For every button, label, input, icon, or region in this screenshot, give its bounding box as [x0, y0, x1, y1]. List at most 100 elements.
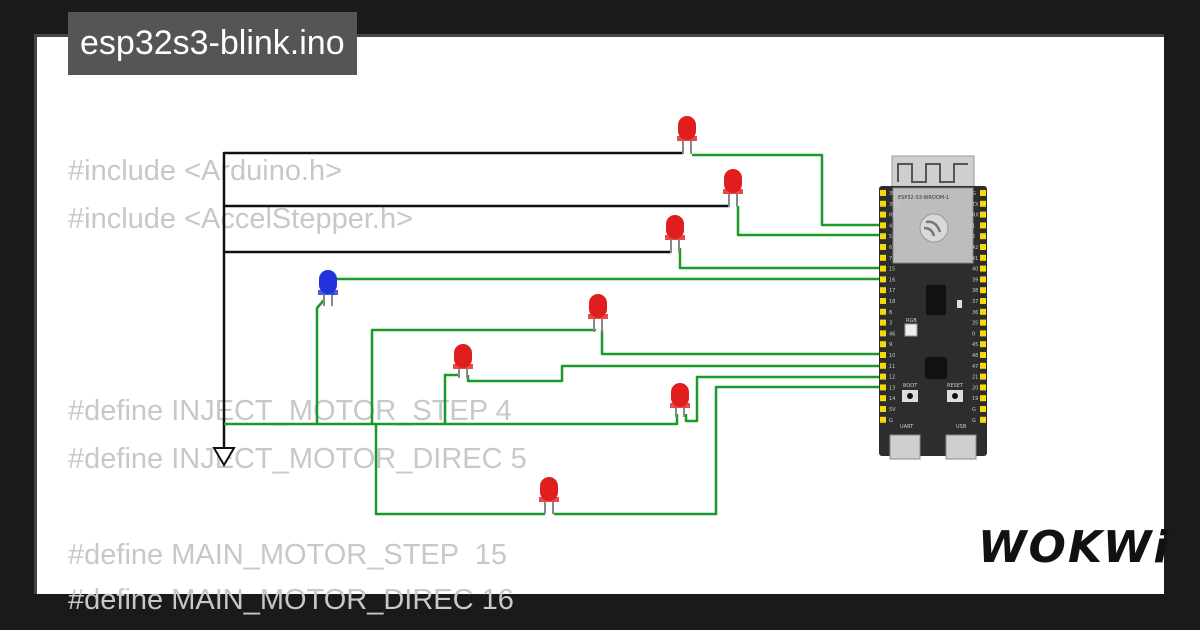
pin-R-5[interactable] [980, 244, 986, 250]
usb-port [945, 434, 977, 460]
pin-R-19[interactable] [980, 395, 986, 402]
pin-R-3[interactable] [980, 222, 986, 229]
pin-label-R-4: 2 [972, 234, 975, 240]
wire-led7-ground[interactable] [224, 414, 679, 426]
led-red-6[interactable] [453, 344, 473, 378]
pin-R-7[interactable] [980, 265, 986, 272]
pin-label-L-4: 5 [889, 234, 892, 240]
pin-L-4[interactable] [880, 233, 886, 240]
ground-wire-1[interactable] [222, 151, 683, 450]
pin-R-0[interactable] [980, 190, 986, 196]
led-red-3[interactable] [665, 215, 685, 253]
pin-R-16[interactable] [980, 362, 986, 369]
led-red-5[interactable] [588, 294, 608, 332]
wire-blue-pin16[interactable] [331, 277, 883, 295]
reset-label: RESET [947, 383, 964, 389]
pin-label-R-5: 42 [972, 245, 978, 251]
led-red-8[interactable] [539, 477, 559, 514]
pin-label-L-21: G [889, 418, 893, 424]
pin-R-11[interactable] [980, 308, 986, 315]
pin-R-2[interactable] [980, 211, 986, 218]
pin-R-13[interactable] [980, 330, 986, 337]
pin-R-17[interactable] [980, 373, 986, 380]
pin-L-6[interactable] [880, 254, 886, 261]
pin-label-R-12: 35 [972, 321, 978, 327]
pin-L-11[interactable] [880, 308, 886, 315]
esp32s3-board[interactable]: ESP32-S3-WROOM-1 RGB BOOT RESET UART USB… [879, 155, 987, 460]
pin-L-10[interactable] [880, 298, 886, 304]
pin-R-6[interactable] [980, 254, 986, 261]
pin-R-20[interactable] [980, 406, 986, 412]
pin-R-15[interactable] [980, 352, 986, 358]
wire-led5-pin10[interactable] [600, 330, 883, 356]
wire-led3-pin15[interactable] [678, 248, 883, 270]
pin-L-20[interactable] [880, 406, 886, 412]
pin-L-17[interactable] [880, 373, 886, 380]
pin-label-L-17: 12 [889, 375, 895, 381]
led-red-2[interactable] [723, 169, 743, 207]
pin-L-0[interactable] [880, 190, 886, 196]
pin-L-12[interactable] [880, 319, 886, 326]
pin-R-14[interactable] [980, 341, 986, 348]
wire-led1-pin4[interactable] [692, 153, 883, 227]
pin-label-L-0: 3V3 [889, 191, 899, 197]
led-red-1[interactable] [677, 116, 697, 154]
pin-L-3[interactable] [880, 222, 886, 229]
pin-label-R-20: G [972, 407, 976, 413]
led-red-7[interactable] [670, 383, 690, 417]
uart-port [889, 434, 921, 460]
pin-label-L-1: 3V3 [889, 202, 899, 208]
wire-led6-pin11[interactable] [466, 364, 883, 383]
rgb-label: RGB [906, 318, 917, 324]
uart-label: UART [900, 424, 914, 430]
led-blue[interactable] [318, 270, 338, 306]
pin-R-10[interactable] [980, 298, 986, 304]
pin-R-12[interactable] [980, 319, 986, 326]
pin-R-4[interactable] [980, 233, 986, 240]
board-pins: 3V33V3RST4567151617188346910111213145VGG… [880, 190, 986, 424]
wire-led7-pin12[interactable] [684, 375, 883, 423]
pin-L-13[interactable] [880, 330, 886, 337]
pin-R-18[interactable] [980, 384, 986, 391]
pin-label-L-20: 5V [889, 407, 896, 413]
pin-L-19[interactable] [880, 395, 886, 402]
pin-R-21[interactable] [980, 416, 986, 423]
ground-wires [222, 151, 729, 450]
wire-led5-ground[interactable] [370, 328, 596, 424]
pin-L-9[interactable] [880, 287, 886, 294]
pin-label-R-13: 0 [972, 331, 975, 337]
pin-label-L-5: 6 [889, 245, 892, 251]
pin-label-R-19: 19 [972, 396, 978, 402]
pin-L-18[interactable] [880, 384, 886, 391]
pin-L-14[interactable] [880, 341, 886, 348]
wire-led6-ground[interactable] [443, 373, 459, 424]
ground-symbol [212, 447, 236, 467]
pin-label-L-9: 17 [889, 288, 895, 294]
pin-label-L-19: 14 [889, 396, 895, 402]
pin-L-15[interactable] [880, 352, 886, 358]
pin-L-21[interactable] [880, 416, 886, 423]
pin-label-R-14: 45 [972, 342, 978, 348]
wire-led8-pin13[interactable] [554, 385, 883, 516]
pin-label-R-10: 37 [972, 299, 978, 305]
pin-R-8[interactable] [980, 276, 986, 283]
wire-blue-ground[interactable] [315, 299, 325, 424]
pin-L-1[interactable] [880, 200, 886, 207]
pin-R-1[interactable] [980, 200, 986, 207]
led-indicator [957, 300, 962, 308]
led-group [318, 116, 743, 514]
signal-wires [224, 153, 883, 516]
pin-L-7[interactable] [880, 265, 886, 272]
wire-led2-pin5[interactable] [736, 206, 883, 237]
pin-L-8[interactable] [880, 276, 886, 283]
pin-L-2[interactable] [880, 211, 886, 218]
pin-R-9[interactable] [980, 287, 986, 294]
espressif-logo-mark [923, 220, 942, 237]
pin-L-16[interactable] [880, 362, 886, 369]
antenna-area [891, 155, 975, 189]
pin-label-L-16: 11 [889, 364, 895, 370]
module-label: ESP32-S3-WROOM-1 [898, 195, 949, 201]
pin-L-5[interactable] [880, 244, 886, 250]
wire-led8-ground[interactable] [374, 424, 545, 516]
